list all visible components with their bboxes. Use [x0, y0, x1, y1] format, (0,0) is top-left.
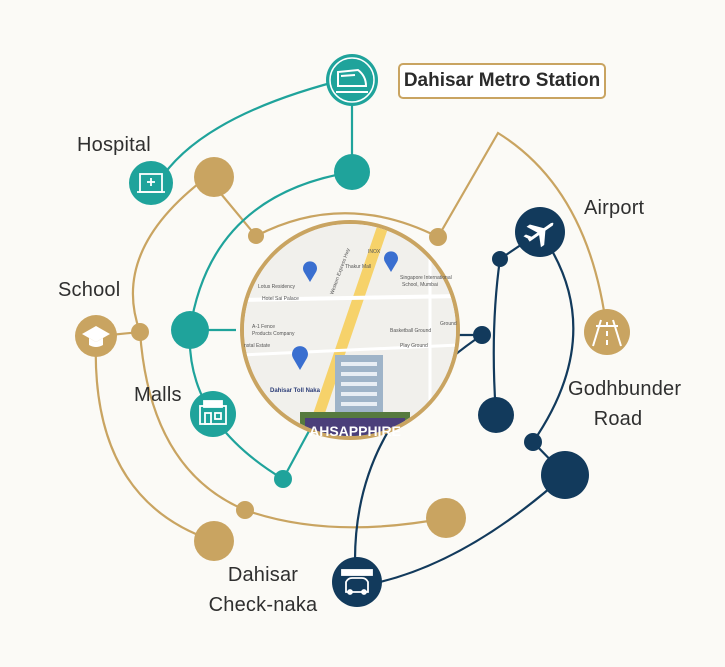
checknaka-label-line2: Check-naka: [208, 594, 318, 616]
metro-station-node[interactable]: [326, 54, 378, 106]
airplane-icon: [523, 222, 554, 248]
checknaka-label-line1: Dahisar: [227, 564, 299, 586]
godhbunder-label-line1: Godhbunder: [568, 378, 682, 400]
school-node[interactable]: [75, 315, 117, 357]
highway-road: [304, 224, 391, 436]
gold-node-small: [131, 323, 149, 341]
map-pin-icon: [303, 261, 317, 282]
teal-arc-left: [188, 170, 353, 331]
map-place-thakur: Thakur Mall: [345, 264, 371, 270]
map-place-af2: Products Company: [252, 331, 295, 337]
gold-node-large: [426, 498, 466, 538]
toll-gate-icon: [341, 569, 373, 595]
map-place-estate: nstal Estate: [244, 343, 270, 349]
gold-node-large: [194, 157, 234, 197]
malls-node[interactable]: [190, 391, 236, 437]
map-place-singapore2: School, Mumbai: [402, 282, 438, 288]
godhbunder-road-label: Godhbunder Road: [568, 377, 682, 431]
map-place-play: Play Ground: [400, 343, 428, 349]
teal-link-hospital: [157, 76, 351, 184]
metro-station-label-box[interactable]: Dahisar Metro Station: [398, 63, 606, 99]
navy-node-large: [541, 451, 589, 499]
map-pin-icon: [384, 251, 399, 272]
godhbunder-road-node[interactable]: [584, 309, 630, 355]
map-place-ground: Ground: [440, 321, 457, 327]
malls-label: Malls: [134, 384, 182, 406]
graduation-cap-icon: [82, 326, 110, 347]
gold-arc-school: [131, 176, 208, 333]
gold-node-small: [236, 501, 254, 519]
navy-nodes: [473, 251, 589, 499]
school-label: School: [58, 279, 121, 301]
road-icon: [592, 319, 622, 347]
airport-label: Airport: [584, 197, 645, 219]
map-place-lotus: Lotus Residency: [258, 284, 295, 290]
gold-arc-outer-left: [94, 337, 215, 543]
mall-icon: [199, 400, 227, 425]
gold-node-large: [194, 521, 234, 561]
location-map[interactable]: Lotus Residency Hotel Sai Palace A-1 Fen…: [240, 220, 460, 442]
navy-node-small: [473, 326, 491, 344]
godhbunder-label-line2: Road: [593, 408, 643, 430]
teal-node-large: [171, 311, 209, 349]
brand-logo: AHSAPPHIRE: [309, 423, 401, 439]
map-place-toll: Dahisar Toll Naka: [270, 388, 321, 394]
gold-node-small: [248, 228, 264, 244]
navy-arc-airport: [492, 258, 502, 416]
brand-banner: [305, 418, 405, 436]
metro-station-label: Dahisar Metro Station: [403, 70, 601, 91]
navy-node-small: [524, 433, 542, 451]
checknaka-node[interactable]: [332, 557, 382, 607]
hospital-node[interactable]: [129, 161, 173, 205]
map-place-basket: Basketball Ground: [390, 328, 431, 334]
checknaka-label: Dahisar Check-naka: [208, 563, 318, 617]
map-pin-icon: [292, 346, 308, 370]
teal-nodes: [171, 154, 370, 488]
navy-node-small: [492, 251, 508, 267]
hospital-icon: [137, 173, 165, 193]
gold-ring-top: [255, 212, 439, 238]
map-place-hotel: Hotel Sai Palace: [262, 296, 299, 302]
map-place-af: A-1 Fence: [252, 324, 275, 330]
navy-arc-right: [532, 231, 575, 443]
map-place-inox: INOX: [368, 249, 381, 255]
gold-node-small: [429, 228, 447, 246]
metro-train-icon: [336, 68, 368, 93]
teal-node-large: [334, 154, 370, 190]
airport-node[interactable]: [515, 207, 565, 257]
gold-nodes: [131, 157, 466, 561]
navy-node-large: [478, 397, 514, 433]
gold-link-airport: [437, 131, 609, 333]
map-place-singapore: Singapore International: [400, 275, 452, 281]
teal-node-small: [274, 470, 292, 488]
hospital-label: Hospital: [77, 134, 151, 156]
navy-link-checknaka: [379, 474, 566, 584]
